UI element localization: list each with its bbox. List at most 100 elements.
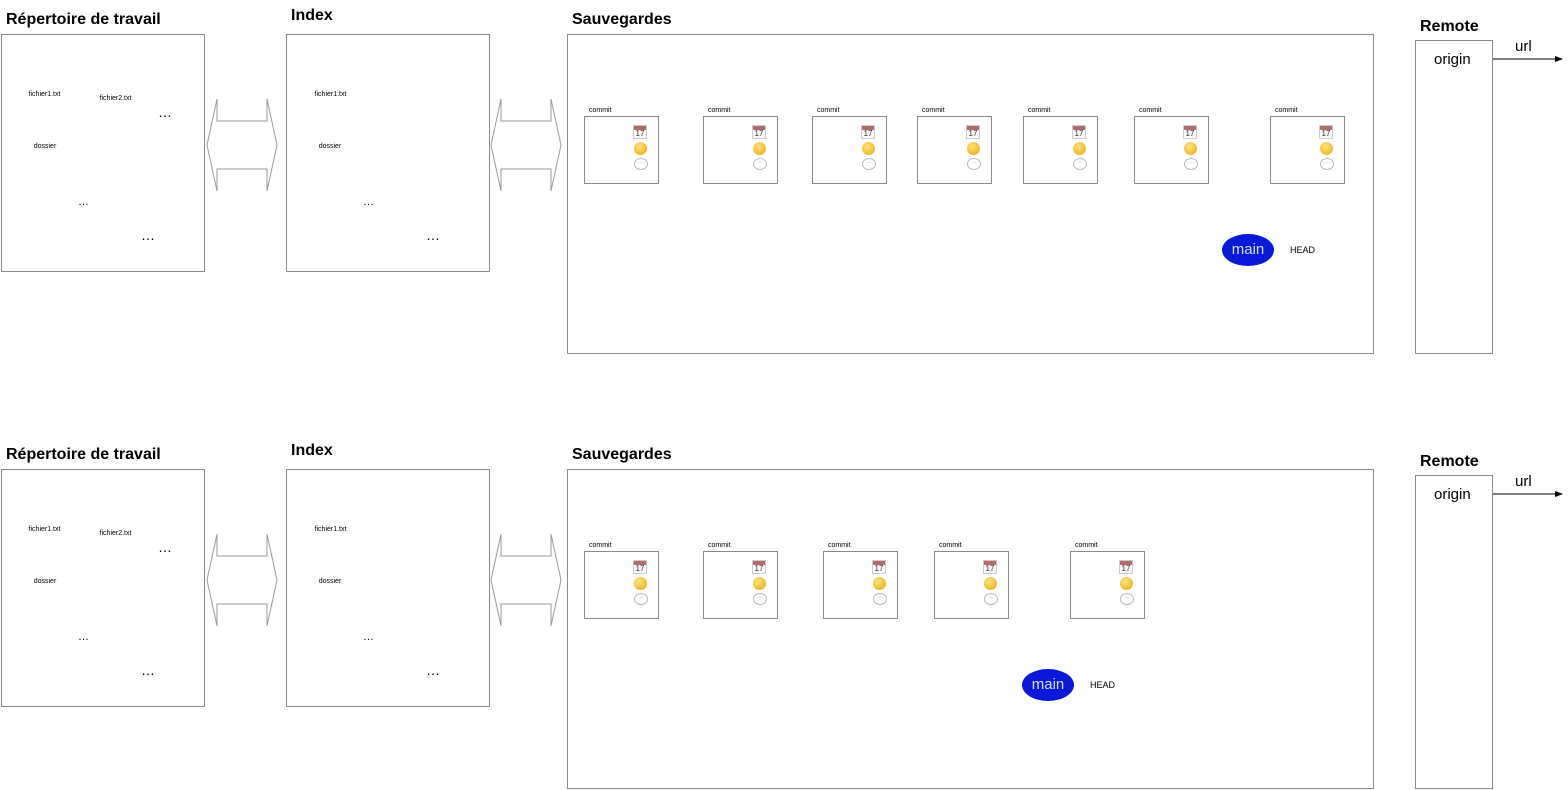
commit-meta: 17 ··· bbox=[872, 560, 888, 605]
calendar-icon: 17 bbox=[966, 125, 980, 139]
branch-main[interactable]: main bbox=[1022, 669, 1074, 701]
calendar-day: 17 bbox=[863, 129, 873, 138]
remote-box bbox=[1415, 40, 1493, 354]
author-smiley-icon bbox=[753, 577, 766, 590]
commit-label: commit bbox=[828, 542, 851, 549]
calendar-day: 17 bbox=[1074, 129, 1084, 138]
calendar-day: 17 bbox=[1121, 564, 1131, 573]
commit[interactable]: 17 ··· bbox=[1070, 551, 1145, 619]
ellipsis: … bbox=[363, 631, 375, 643]
calendar-icon: 17 bbox=[1183, 125, 1197, 139]
commit-meta: 17··· bbox=[1183, 125, 1199, 170]
calendar-day: 17 bbox=[754, 129, 764, 138]
ellipsis: … bbox=[363, 196, 375, 208]
commit[interactable]: 17 ··· bbox=[823, 551, 898, 619]
sync-arrow bbox=[490, 533, 562, 627]
commit[interactable]: 17 ··· bbox=[584, 551, 659, 619]
commit-meta: 17··· bbox=[966, 125, 982, 170]
sync-arrow bbox=[206, 533, 278, 627]
message-bubble-icon: ··· bbox=[873, 593, 887, 605]
author-smiley-icon bbox=[634, 577, 647, 590]
calendar-day: 17 bbox=[635, 564, 645, 573]
ellipsis: … bbox=[78, 631, 90, 643]
sync-arrow bbox=[206, 98, 278, 192]
calendar-icon: 17 bbox=[983, 560, 997, 574]
message-bubble-icon: ··· bbox=[1320, 158, 1334, 170]
commit-label: commit bbox=[708, 542, 731, 549]
index-title: Index bbox=[291, 442, 333, 459]
commit[interactable]: 17 ··· bbox=[703, 116, 778, 184]
message-bubble-icon: ··· bbox=[862, 158, 876, 170]
message-bubble-icon: ··· bbox=[1120, 593, 1134, 605]
calendar-icon: 17 bbox=[752, 125, 766, 139]
commit-label: commit bbox=[1139, 107, 1162, 114]
file-name: fichier1.txt bbox=[314, 91, 347, 98]
ellipsis: … bbox=[158, 104, 173, 120]
commit-label: commit bbox=[922, 107, 945, 114]
commit[interactable]: 17··· bbox=[1134, 116, 1209, 184]
message-bubble-icon: ··· bbox=[634, 593, 648, 605]
message-bubble-icon: ··· bbox=[984, 593, 998, 605]
working-directory-box bbox=[1, 34, 205, 272]
commit[interactable]: 17 ··· bbox=[1023, 116, 1098, 184]
file-name: fichier1.txt bbox=[314, 526, 347, 533]
head-label: HEAD bbox=[1290, 245, 1316, 255]
calendar-icon: 17 bbox=[633, 560, 647, 574]
remote-url-label: url bbox=[1515, 473, 1532, 490]
commit-meta: 17 ··· bbox=[861, 125, 877, 170]
calendar-icon: 17 bbox=[1072, 125, 1086, 139]
calendar-icon: 17 bbox=[633, 125, 647, 139]
message-bubble-icon: ··· bbox=[753, 158, 767, 170]
remote-title: Remote bbox=[1420, 453, 1479, 470]
calendar-icon: 17 bbox=[872, 560, 886, 574]
commit-meta: 17 ··· bbox=[633, 125, 649, 170]
ellipsis: … bbox=[426, 662, 441, 678]
author-smiley-icon bbox=[753, 142, 766, 155]
commit-meta: 17 ··· bbox=[983, 560, 999, 605]
commit-label: commit bbox=[589, 542, 612, 549]
saves-box bbox=[567, 469, 1374, 789]
commit[interactable]: 17 ··· bbox=[812, 116, 887, 184]
commit-label: commit bbox=[708, 107, 731, 114]
author-smiley-icon bbox=[984, 577, 997, 590]
folder-name: dossier bbox=[318, 578, 342, 585]
calendar-day: 17 bbox=[874, 564, 884, 573]
commit-label: commit bbox=[1028, 107, 1051, 114]
working-directory-title: Répertoire de travail bbox=[6, 446, 161, 463]
commit-label: commit bbox=[817, 107, 840, 114]
remote-box bbox=[1415, 475, 1493, 789]
author-smiley-icon bbox=[1184, 142, 1197, 155]
remote-origin[interactable]: origin bbox=[1434, 486, 1471, 503]
author-smiley-icon bbox=[634, 142, 647, 155]
calendar-day: 17 bbox=[985, 564, 995, 573]
index-title: Index bbox=[291, 7, 333, 24]
author-smiley-icon bbox=[873, 577, 886, 590]
folder-name: dossier bbox=[33, 143, 57, 150]
working-directory-box bbox=[1, 469, 205, 707]
message-bubble-icon: ··· bbox=[634, 158, 648, 170]
author-smiley-icon bbox=[1320, 142, 1333, 155]
calendar-day: 17 bbox=[635, 129, 645, 138]
commit[interactable]: 17 ··· bbox=[584, 116, 659, 184]
branch-main[interactable]: main bbox=[1222, 234, 1274, 266]
commit[interactable]: 17··· bbox=[703, 551, 778, 619]
message-bubble-icon: ··· bbox=[1073, 158, 1087, 170]
calendar-day: 17 bbox=[754, 564, 764, 573]
author-smiley-icon bbox=[1120, 577, 1133, 590]
commit-meta: 17 ··· bbox=[752, 125, 768, 170]
commit-meta: 17 ··· bbox=[1319, 125, 1335, 170]
remote-origin[interactable]: origin bbox=[1434, 51, 1471, 68]
file-name: fichier1.txt bbox=[28, 526, 61, 533]
author-smiley-icon bbox=[862, 142, 875, 155]
commit[interactable]: 17 ··· bbox=[934, 551, 1009, 619]
author-smiley-icon bbox=[967, 142, 980, 155]
working-directory-title: Répertoire de travail bbox=[6, 11, 161, 28]
calendar-day: 17 bbox=[1185, 129, 1195, 138]
commit-meta: 17 ··· bbox=[1119, 560, 1135, 605]
commit-meta: 17··· bbox=[752, 560, 768, 605]
saves-title: Sauvegardes bbox=[572, 446, 672, 463]
commit-label: commit bbox=[589, 107, 612, 114]
commit[interactable]: 17··· bbox=[917, 116, 992, 184]
commit[interactable]: 17 ··· bbox=[1270, 116, 1345, 184]
calendar-icon: 17 bbox=[1319, 125, 1333, 139]
